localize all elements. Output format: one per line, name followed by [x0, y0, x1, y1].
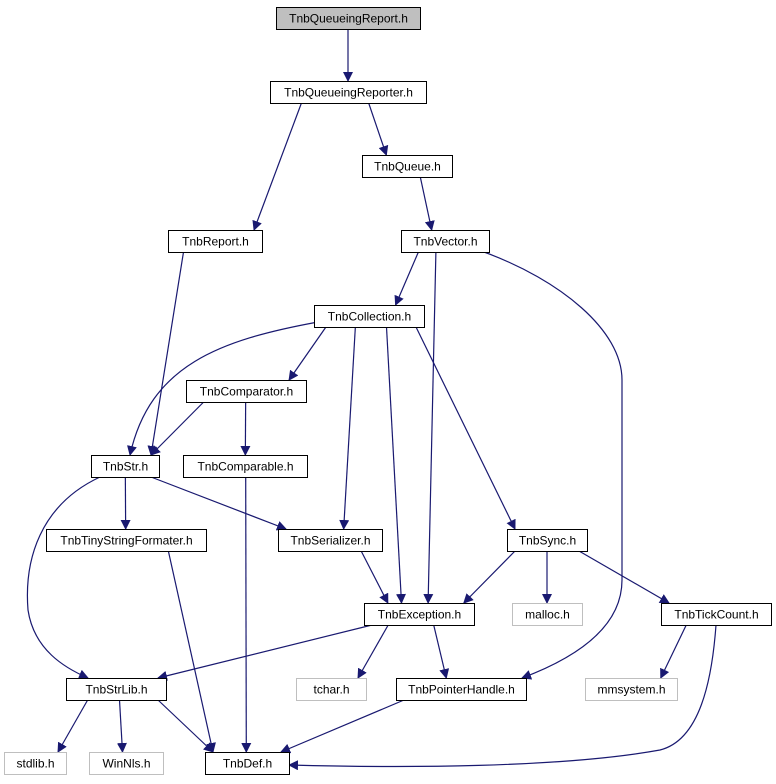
node-box: [512, 603, 583, 626]
node-tick-count[interactable]: TnbTickCount.h: [661, 603, 772, 626]
node-label: TnbException.h: [378, 608, 461, 622]
edge-comparable-to-def: [241, 476, 252, 753]
edge-queue-to-vector: [419, 176, 435, 231]
node-box: [296, 678, 367, 701]
node-exception[interactable]: TnbException.h: [364, 603, 475, 626]
node-collection[interactable]: TnbCollection.h: [314, 305, 425, 328]
node-label: malloc.h: [525, 608, 570, 622]
edge-exception-to-tchar: [357, 624, 389, 679]
edge-queueing-reporter-to-queue: [368, 102, 389, 156]
node-box: [168, 230, 263, 253]
edge-vector-to-pointer-handle: [483, 251, 623, 680]
node-label: TnbReport.h: [182, 235, 249, 249]
node-label: TnbSerializer.h: [290, 534, 370, 548]
node-box: [661, 603, 772, 626]
edge-queueing-reporter-to-report: [252, 102, 303, 231]
edge-collection-to-sync: [415, 326, 516, 530]
edge-serializer-to-exception: [360, 550, 389, 604]
node-box: [278, 529, 383, 552]
node-vector[interactable]: TnbVector.h: [401, 230, 490, 253]
node-box: [401, 230, 490, 253]
edge-str-lib-to-stdlib: [57, 699, 89, 753]
edge-str-lib-to-def: [157, 699, 214, 753]
edge-str-to-serializer: [150, 476, 287, 531]
node-box: [270, 81, 427, 104]
node-label: TnbQueue.h: [374, 160, 441, 174]
node-box: [4, 752, 67, 775]
node-label: stdlib.h: [16, 757, 54, 771]
edge-pointer-handle-to-def: [280, 699, 405, 754]
node-comparator[interactable]: TnbComparator.h: [186, 380, 307, 403]
node-queue[interactable]: TnbQueue.h: [362, 155, 453, 178]
node-label: TnbComparator.h: [200, 385, 293, 399]
node-box: [66, 678, 167, 701]
edge-tick-count-to-mmsystem: [660, 624, 687, 679]
edge-report-to-str: [147, 251, 185, 456]
node-box: [507, 529, 588, 552]
node-label: TnbQueueingReporter.h: [284, 86, 413, 100]
edge-comparator-to-str: [150, 401, 205, 456]
node-report[interactable]: TnbReport.h: [168, 230, 263, 253]
node-label: tchar.h: [313, 683, 349, 697]
node-str[interactable]: TnbStr.h: [91, 455, 160, 478]
edge-str-to-str-lib: [26, 476, 101, 679]
node-label: TnbCollection.h: [328, 310, 411, 324]
node-label: TnbPointerHandle.h: [408, 683, 515, 697]
edge-exception-to-str-lib: [157, 624, 373, 681]
edge-exception-to-pointer-handle: [433, 624, 450, 679]
node-box: [585, 678, 678, 701]
node-label: TnbSync.h: [519, 534, 576, 548]
node-box: [362, 155, 453, 178]
node-winnls[interactable]: WinNls.h: [89, 752, 164, 775]
node-box: [186, 380, 307, 403]
edge-collection-to-serializer: [339, 326, 356, 530]
node-def[interactable]: TnbDef.h: [205, 752, 290, 775]
node-tiny-string-formater[interactable]: TnbTinyStringFormater.h: [46, 529, 207, 552]
edge-tiny-string-formater-to-def: [167, 550, 216, 753]
edge-str-lib-to-winnls: [116, 699, 127, 753]
node-label: TnbTinyStringFormater.h: [60, 534, 192, 548]
node-label: TnbQueueingReport.h: [289, 12, 408, 26]
node-label: TnbTickCount.h: [674, 608, 758, 622]
node-box: [314, 305, 425, 328]
node-box: [91, 455, 160, 478]
edge-sync-to-exception: [463, 550, 516, 604]
node-label: mmsystem.h: [597, 683, 665, 697]
node-label: WinNls.h: [102, 757, 150, 771]
node-comparable[interactable]: TnbComparable.h: [183, 455, 308, 478]
node-box: [46, 529, 207, 552]
node-sync[interactable]: TnbSync.h: [507, 529, 588, 552]
node-label: TnbStr.h: [103, 460, 148, 474]
node-pointer-handle[interactable]: TnbPointerHandle.h: [396, 678, 527, 701]
node-box: [276, 7, 421, 30]
node-str-lib[interactable]: TnbStrLib.h: [66, 678, 167, 701]
node-queueing-reporter[interactable]: TnbQueueingReporter.h: [270, 81, 427, 104]
edge-collection-to-comparator: [288, 326, 327, 381]
node-label: TnbComparable.h: [197, 460, 293, 474]
edge-vector-to-exception: [423, 251, 437, 604]
node-label: TnbVector.h: [413, 235, 477, 249]
edge-tick-count-to-def: [288, 624, 717, 771]
node-box: [396, 678, 527, 701]
node-tchar[interactable]: tchar.h: [296, 678, 367, 701]
edge-collection-to-exception: [385, 326, 407, 604]
node-serializer[interactable]: TnbSerializer.h: [278, 529, 383, 552]
node-mmsystem[interactable]: mmsystem.h: [585, 678, 678, 701]
node-layer: TnbQueueingReport.hTnbQueueingReporter.h…: [4, 7, 772, 775]
node-box: [205, 752, 290, 775]
node-label: TnbDef.h: [223, 757, 272, 771]
edge-layer: [26, 29, 717, 771]
node-malloc[interactable]: malloc.h: [512, 603, 583, 626]
edge-vector-to-collection: [394, 251, 419, 306]
node-box: [364, 603, 475, 626]
edge-sync-to-tick-count: [578, 550, 670, 604]
edge-collection-to-str: [127, 321, 319, 456]
node-box: [183, 455, 308, 478]
node-stdlib[interactable]: stdlib.h: [4, 752, 67, 775]
node-queueing-report[interactable]: TnbQueueingReport.h: [276, 7, 421, 30]
node-label: TnbStrLib.h: [85, 683, 147, 697]
node-box: [89, 752, 164, 775]
